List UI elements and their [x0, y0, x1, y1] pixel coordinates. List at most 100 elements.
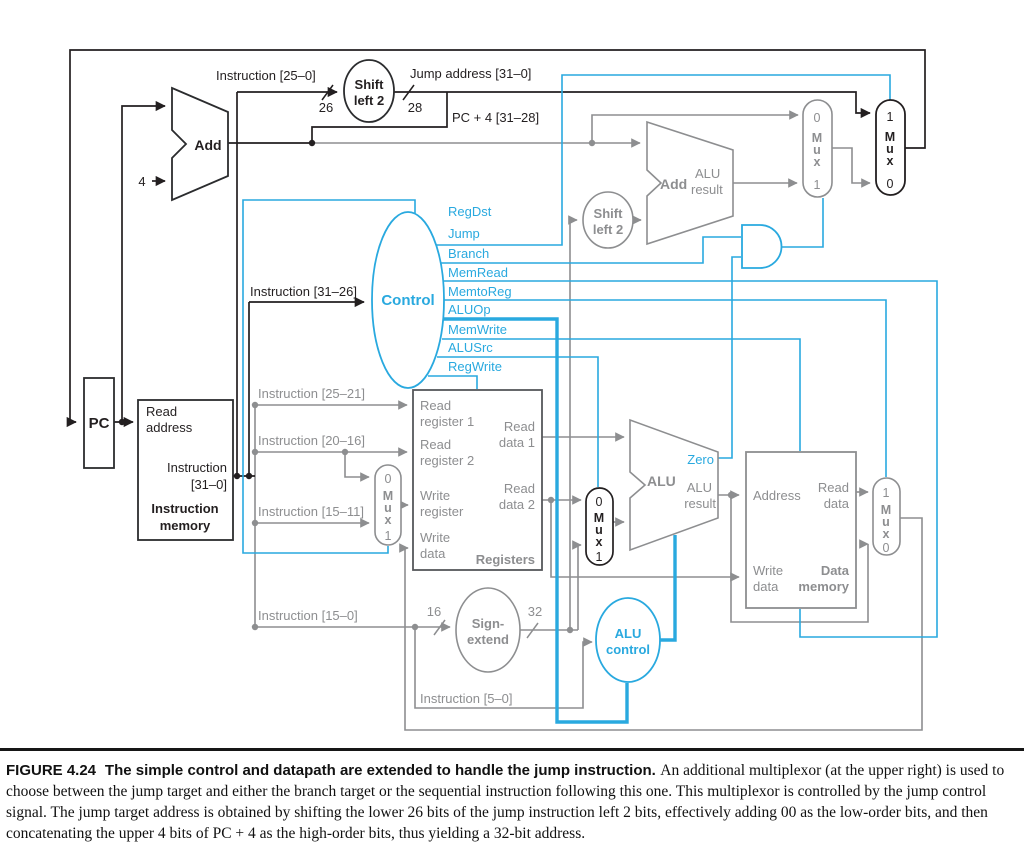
imem-name-2: memory [160, 518, 211, 533]
wire-pc4-hi-bits [311, 92, 448, 143]
gray-junction-dots [251, 139, 735, 634]
memtoreg-mux-x: x [883, 527, 890, 541]
reg-writedata-b: data [420, 546, 446, 561]
memtoreg-mux-1: 1 [883, 486, 890, 500]
wire-pc-to-add [121, 100, 166, 422]
wire-regdst [242, 199, 416, 554]
dmem-writedata-a: Write [753, 563, 783, 578]
wire-jump-address [394, 91, 871, 119]
imem-rect [137, 399, 234, 541]
dmem-name-1: Data [821, 563, 850, 578]
jump-mux-u: u [886, 142, 894, 156]
alusrc-mux-m: M [594, 511, 604, 525]
dmem-name-2: memory [798, 579, 849, 594]
branch-mux-1: 1 [814, 178, 821, 192]
label-pc-plus-4: PC + 4 [31–28] [452, 110, 539, 125]
imem-instruction: Instruction [167, 460, 227, 475]
black-jump-path-wires [66, 49, 926, 477]
bus-labels: Instruction [25–0] Jump address [31–0] P… [216, 66, 542, 706]
jump-mux-x: x [887, 154, 894, 168]
regdst-mux-u: u [384, 501, 392, 515]
wire-memwrite [442, 338, 801, 451]
branch-mux-u: u [813, 143, 821, 157]
alusrc-mux-u: u [595, 523, 603, 537]
memtoreg-mux-m: M [881, 503, 891, 517]
wire-pc4-to-branch-mux0 [591, 110, 799, 143]
wire-jump [436, 74, 891, 246]
reg-readreg1-b: register 1 [420, 414, 474, 429]
thick-control-wires [443, 317, 677, 724]
alusrc-mux-1: 1 [596, 550, 603, 564]
wire-writeback [399, 517, 923, 731]
dmem-rect [745, 451, 857, 609]
alu-result-1: ALU [687, 480, 712, 495]
alusrc-mux-shape [585, 487, 614, 566]
control-shape [371, 211, 445, 389]
label-jump: Jump [448, 226, 480, 241]
wire-instr-20-16-to-mux0 [344, 452, 370, 482]
pc-adder-shape [171, 86, 229, 202]
label-aluop: ALUOp [448, 302, 491, 317]
shift-left-2-jump-oval: Shift left 2 [343, 59, 395, 123]
regdst-mux-m: M [383, 489, 393, 503]
data-memory-box: Address Read data Write data Data memory [745, 451, 857, 609]
black-junction-dots [118, 139, 316, 480]
jump-mux-0: 0 [887, 177, 894, 191]
label-width-26: 26 [319, 100, 333, 115]
memtoreg-mux: 1 M u x 0 [872, 477, 901, 556]
branch-adder: Add ALU result [646, 120, 734, 246]
branch-mux-0: 0 [814, 111, 821, 125]
reg-readreg2-b: register 2 [420, 453, 474, 468]
imem-bits: [31–0] [191, 477, 227, 492]
control-wires [242, 74, 938, 638]
alu-label: ALU [647, 473, 676, 489]
label-width-28: 28 [408, 100, 422, 115]
sign-extend-oval: Sign- extend [455, 587, 521, 673]
branch-mux-m: M [812, 131, 822, 145]
label-width-16: 16 [427, 604, 441, 619]
label-regdst: RegDst [448, 204, 492, 219]
reg-readdata2-a: Read [504, 481, 535, 496]
pc-rect [83, 377, 115, 469]
jump-mux: 1 M u x 0 [875, 99, 906, 196]
pc-adder: Add [171, 86, 229, 202]
imem-name-1: Instruction [151, 501, 218, 516]
label-branch: Branch [448, 246, 489, 261]
regdst-mux-x: x [385, 513, 392, 527]
memtoreg-mux-0: 0 [883, 541, 890, 555]
wire-aluop [443, 317, 629, 724]
alu-main: ALU Zero ALU result [629, 418, 719, 552]
alu-control-l2: control [606, 642, 650, 657]
caption-title: The simple control and datapath are exte… [104, 762, 656, 779]
alu-shape [629, 418, 719, 552]
label-instr-31-26: Instruction [31–26] [250, 284, 357, 299]
wire-aluctl-to-alu [660, 535, 677, 642]
reg-readreg2-a: Read [420, 437, 451, 452]
regdst-mux: 0 M u x 1 [374, 464, 402, 546]
bus-width-slashes-black [321, 84, 415, 101]
reg-readdata2-b: data 2 [499, 497, 535, 512]
sign-extend-shape [455, 587, 521, 673]
shift-left-2-branch-oval: Shift left 2 [582, 191, 634, 249]
alu-control-oval: ALU control [595, 597, 661, 683]
wire-and-to-branch-mux [781, 198, 824, 248]
label-instr-25-0: Instruction [25–0] [216, 68, 316, 83]
and-gate [741, 224, 783, 269]
dmem-readdata-b: data [824, 496, 850, 511]
regdst-mux-0: 0 [385, 472, 392, 486]
alu-control-l1: ALU [615, 626, 642, 641]
label-jump-address: Jump address [31–0] [410, 66, 531, 81]
label-memwrite: MemWrite [448, 322, 507, 337]
wire-branch [440, 236, 741, 264]
wire-memtoreg [443, 299, 887, 477]
sign-extend-l1: Sign- [472, 616, 505, 631]
branch-adder-shape [646, 120, 734, 246]
reg-readdata1-a: Read [504, 419, 535, 434]
instruction-memory-box: Read address Instruction [31–0] Instruct… [137, 399, 234, 541]
datapath-diagram: PC Read address Instruction [31–0] Instr… [66, 49, 938, 731]
dmem-readdata-a: Read [818, 480, 849, 495]
zero-label: Zero [687, 452, 714, 467]
branch-mux-x: x [814, 155, 821, 169]
label-regwrite: RegWrite [448, 359, 502, 374]
